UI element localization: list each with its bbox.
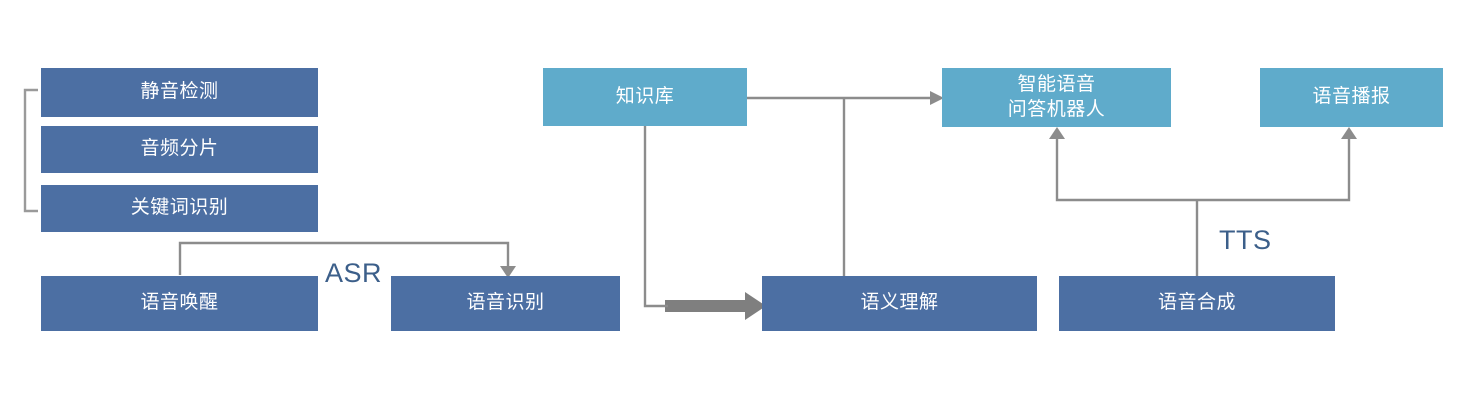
- arrowhead-to-voice-broadcast: [1341, 127, 1357, 139]
- node-qa-robot[interactable]: 智能语音 问答机器人: [942, 68, 1171, 127]
- node-semantic-understanding[interactable]: 语义理解: [762, 276, 1037, 331]
- edge-label-tts: TTS: [1219, 225, 1272, 255]
- arrowhead-to-qa-robot-bottom: [1049, 127, 1065, 139]
- block-arrow-asr-to-nlu: [665, 292, 766, 320]
- node-speech-synthesis[interactable]: 语音合成: [1059, 276, 1335, 331]
- edge-knowledge-base-to-nlu: [643, 126, 668, 308]
- node-voice-broadcast[interactable]: 语音播报: [1260, 68, 1443, 127]
- edge-label-asr: ASR: [325, 258, 383, 288]
- node-silence-detection[interactable]: 静音检测: [41, 68, 318, 117]
- node-voice-wakeup[interactable]: 语音唤醒: [41, 276, 318, 331]
- node-keyword-spotting[interactable]: 关键词识别: [41, 185, 318, 232]
- edge-tts-to-voice-broadcast: [1197, 139, 1351, 202]
- edge-tts-to-qa-robot: [1055, 139, 1197, 202]
- node-audio-slicing[interactable]: 音频分片: [41, 126, 318, 173]
- node-knowledge-base[interactable]: 知识库: [543, 68, 747, 126]
- node-speech-recognition[interactable]: 语音识别: [391, 276, 620, 331]
- preprocess-group-bracket: [23, 88, 38, 213]
